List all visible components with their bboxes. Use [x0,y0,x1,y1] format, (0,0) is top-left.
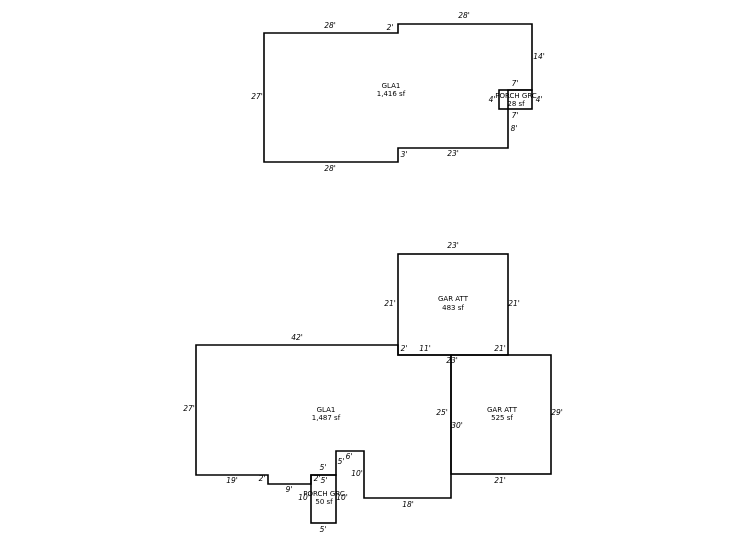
dimension-label: 5' [338,457,345,466]
dimension-label: 2' [314,474,321,483]
dimension-label: 27' [251,92,263,101]
dimension-label: 28' [324,164,336,173]
dimension-label: 2' [259,474,266,483]
dimension-label: 42' [291,333,303,342]
dimension-label: 25' [436,408,448,417]
floor-1-porch-outline [498,89,533,110]
floor-2-area-porch: PORCH GRC 50 sf [303,490,345,506]
area-size: 525 sf [491,414,513,422]
dimension-label: 21' [494,476,506,485]
floor-1-area-gla: GLA1 1,416 sf [377,82,406,98]
dimension-label: 10' [336,493,348,502]
dimension-label: 11' [419,344,431,353]
dimension-label: 5' [321,476,328,485]
dimension-label: 7' [512,79,519,88]
floor-1-sketch: GLA1 1,416 sf PORCH GRC 28 sf 28' 2' 28'… [251,11,545,173]
dimension-label: 4' [489,95,496,104]
dimension-label: 3' [401,150,408,159]
dimension-label: 23' [446,356,458,365]
dimension-label: 2' [387,23,394,32]
dimension-label: 2' [401,344,408,353]
dimension-label: 4' [536,95,543,104]
area-size: 1,416 sf [377,90,406,98]
area-name: GLA1 [382,82,401,90]
dimension-label: 30' [451,421,463,430]
area-size: 1,487 sf [312,414,341,422]
floor-2-dimensions: 23' 21' 21' 2' 11' 21' 23' 42' 27' 25' 3… [183,241,563,534]
dimension-label: 5' [320,525,327,534]
area-name: PORCH GRC [495,92,537,100]
floor-2-gla-outline [195,344,452,499]
dimension-label: 14' [533,52,545,61]
dimension-label: 28' [324,21,336,30]
dimension-label: 10' [298,493,310,502]
dimension-label: 29' [551,408,563,417]
area-name: PORCH GRC [303,490,345,498]
floor-1-area-porch: PORCH GRC 28 sf [495,92,537,108]
floor-2-area-garage-top: GAR ATT 483 sf [438,295,469,312]
area-size: 483 sf [442,304,464,312]
dimension-label: 21' [384,299,396,308]
area-size: 28 sf [507,100,525,108]
dimension-label: 5' [320,463,327,472]
dimension-label: 28' [458,11,470,20]
dimension-label: 8' [511,124,518,133]
floor-1-dimensions: 28' 2' 28' 14' 27' 7' 4' 4' 7' 8' 23' 3'… [251,11,545,173]
dimension-label: 7' [512,111,519,120]
dimension-label: 21' [508,299,520,308]
dimension-label: 18' [402,500,414,509]
dimension-label: 27' [183,404,195,413]
area-name: GLA1 [317,406,336,414]
dimension-label: 9' [286,485,293,494]
dimension-label: 6' [346,452,353,461]
floor-2-area-gla: GLA1 1,487 sf [312,406,341,422]
dimension-label: 21' [494,344,506,353]
dimension-label: 23' [447,149,459,158]
area-size: 50 sf [315,498,333,506]
dimension-label: 10' [351,469,363,478]
floor-2-porch-outline [310,474,337,524]
dimension-label: 23' [447,241,459,250]
floor-2-area-garage-right: GAR ATT 525 sf [487,406,518,422]
floor-2-garage-right-outline [450,354,552,475]
area-name: GAR ATT [438,295,469,303]
area-name: GAR ATT [487,406,518,414]
floor-2-sketch: GAR ATT 483 sf GLA1 1,487 sf GAR ATT 525… [183,241,563,534]
dimension-label: 19' [226,476,238,485]
